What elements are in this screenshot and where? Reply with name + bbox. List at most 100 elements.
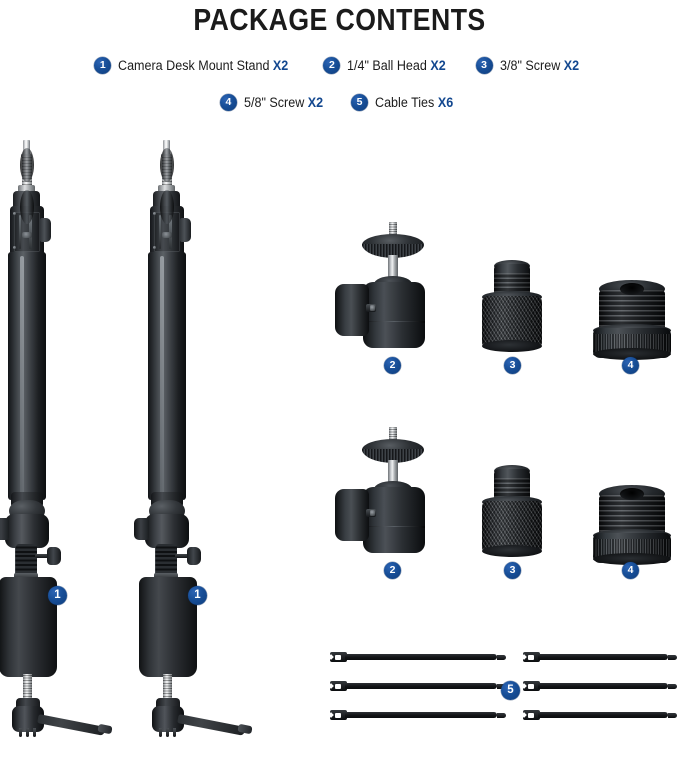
legend-text-3: 3/8" Screw xyxy=(499,58,560,73)
badge-screw58-row1: 4 xyxy=(622,357,639,374)
stand-plate-screw xyxy=(22,232,32,238)
stand-plate-oval-bottom xyxy=(160,190,174,224)
ballhead-shaft xyxy=(388,255,398,283)
stand-side-knob xyxy=(0,518,9,540)
stand-foot-prong-2 xyxy=(26,728,29,737)
stand-tube-highlight xyxy=(20,256,24,494)
stand-side-knob xyxy=(134,518,149,540)
cable-tie-strap xyxy=(538,712,668,718)
stand-threaded-rod xyxy=(163,674,172,702)
stand-tightening-handle xyxy=(37,714,106,736)
screw38-body xyxy=(482,296,542,348)
badge-stand-left: 1 xyxy=(48,586,67,605)
badge-ballhead-row2: 2 xyxy=(384,562,401,579)
stand-bolt-bottom xyxy=(13,246,16,249)
product-screw-38-row2 xyxy=(472,463,552,573)
product-desk-mount-stand-right xyxy=(134,140,255,760)
stand-collar xyxy=(158,185,175,193)
stand-threaded-rod xyxy=(23,674,32,702)
legend-qty-3: X2 xyxy=(563,58,579,73)
stand-tightening-handle xyxy=(177,714,246,736)
cable-tie-strap xyxy=(345,712,497,718)
cable-tie-tip xyxy=(668,712,677,718)
badge-stand-right: 1 xyxy=(188,586,207,605)
legend-badge-4: 4 xyxy=(219,94,237,111)
cable-tie-eye xyxy=(528,654,534,660)
screw38-bottom xyxy=(482,545,542,557)
legend-text-4: 5/8" Screw xyxy=(243,95,305,110)
screw38-knurled-surface xyxy=(482,501,542,553)
legend-text-5: Cable Ties xyxy=(375,95,435,110)
stand-mount-plate xyxy=(139,577,197,677)
stand-collar xyxy=(18,185,35,193)
product-screw-58-row1 xyxy=(587,278,677,378)
legend-label-5: Cable Ties X6 xyxy=(375,95,453,110)
cable-tie-tip xyxy=(497,654,506,660)
legend-qty-4: X2 xyxy=(307,95,324,110)
product-ball-head-row1 xyxy=(335,222,447,362)
cable-tie-tip xyxy=(668,654,677,660)
legend-item-2: 2 1/4" Ball Head X2 xyxy=(323,57,453,74)
ballhead-lock-knob xyxy=(335,284,369,336)
stand-plate-oval-bottom xyxy=(20,190,34,224)
product-screw-58-row2 xyxy=(587,483,677,583)
cable-tie-tip xyxy=(668,683,677,689)
legend-label-1: Camera Desk Mount Stand X2 xyxy=(118,58,288,73)
stand-mount-plate xyxy=(0,577,57,677)
screw58-female-hole xyxy=(620,488,644,500)
ballhead-screw-icon xyxy=(389,222,397,237)
stand-knob-stem xyxy=(175,554,189,558)
stand-adjust-knob xyxy=(187,547,201,565)
stand-ball-housing xyxy=(5,514,49,548)
legend-text-1: Camera Desk Mount Stand xyxy=(118,58,270,73)
stand-bellows xyxy=(15,544,37,578)
stand-plate-oval-top xyxy=(160,148,174,182)
product-desk-mount-stand-left xyxy=(0,140,115,760)
legend-item-5: 5 Cable Ties X6 xyxy=(351,94,459,111)
legend-text-2: 1/4" Ball Head xyxy=(347,58,428,73)
cable-tie-eye xyxy=(335,683,341,689)
legend-row-2: 4 5/8" Screw X2 5 Cable Ties X6 xyxy=(0,94,679,111)
ballhead-base xyxy=(363,527,425,553)
ballhead-disc-knurled-edge xyxy=(362,449,424,463)
stand-plate-oval-top xyxy=(20,148,34,182)
stand-knob-stem xyxy=(35,554,49,558)
stand-tube-highlight xyxy=(160,256,164,494)
ballhead-knob-nut xyxy=(370,510,375,516)
legend-row-1: 1 Camera Desk Mount Stand X2 2 1/4" Ball… xyxy=(0,57,679,74)
badge-screw38-row2: 3 xyxy=(504,562,521,579)
legend-qty-1: X2 xyxy=(273,58,289,73)
cable-tie-strap xyxy=(345,683,497,689)
ballhead-shaft xyxy=(388,460,398,488)
stand-main-tube xyxy=(148,252,186,500)
ballhead-disc-knurled-edge xyxy=(362,244,424,258)
cable-tie-eye xyxy=(528,712,534,718)
legend-qty-2: X2 xyxy=(430,58,447,73)
ballhead-base xyxy=(363,322,425,348)
stand-bolt-top xyxy=(153,212,156,215)
product-cable-tie-4 xyxy=(521,652,677,662)
ballhead-knob-nut xyxy=(370,305,375,311)
cable-tie-tip xyxy=(497,712,506,718)
legend-label-2: 1/4" Ball Head X2 xyxy=(347,58,446,73)
stand-quick-release-lever xyxy=(40,218,51,242)
badge-screw38-row1: 3 xyxy=(504,357,521,374)
cable-tie-strap xyxy=(538,654,668,660)
stand-adjust-knob xyxy=(47,547,61,565)
legend-qty-5: X6 xyxy=(437,95,454,110)
legend-item-3: 3 3/8" Screw X2 xyxy=(475,57,585,74)
stand-main-tube xyxy=(8,252,46,500)
badge-ballhead-row1: 2 xyxy=(384,357,401,374)
product-ball-head-row2 xyxy=(335,427,447,567)
stand-foot-prong-2 xyxy=(166,728,169,737)
stand-plate-screw xyxy=(162,232,172,238)
product-cable-tie-6 xyxy=(521,710,677,720)
badge-screw58-row2: 4 xyxy=(622,562,639,579)
stand-quick-release-lever xyxy=(180,218,191,242)
product-cable-tie-2 xyxy=(328,681,506,691)
legend-badge-1: 1 xyxy=(94,57,112,74)
cable-tie-strap xyxy=(345,654,497,660)
legend-badge-3: 3 xyxy=(475,57,493,74)
screw38-knurled-surface xyxy=(482,296,542,348)
